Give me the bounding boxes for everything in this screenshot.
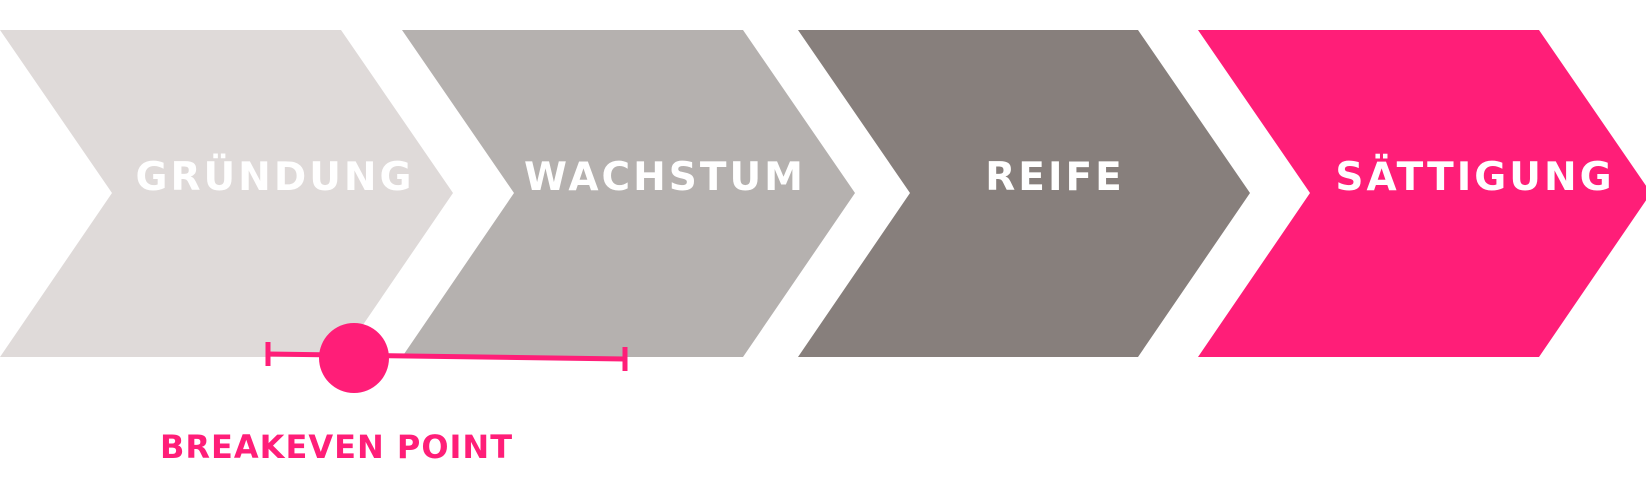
chevron-stage-4 bbox=[1198, 30, 1646, 357]
chevron-stage-2 bbox=[402, 30, 855, 357]
stage-label-saettigung: SÄTTIGUNG bbox=[1335, 155, 1615, 200]
chevron-stage-1 bbox=[0, 30, 453, 357]
breakeven-label: BREAKEVEN POINT bbox=[160, 428, 514, 466]
stage-label-wachstum: WACHSTUM bbox=[524, 155, 806, 200]
chevron-stage-3 bbox=[798, 30, 1250, 357]
stage-label-gruendung: GRÜNDUNG bbox=[135, 155, 415, 200]
stage-label-reife: REIFE bbox=[985, 155, 1125, 200]
breakeven-marker bbox=[319, 323, 389, 393]
